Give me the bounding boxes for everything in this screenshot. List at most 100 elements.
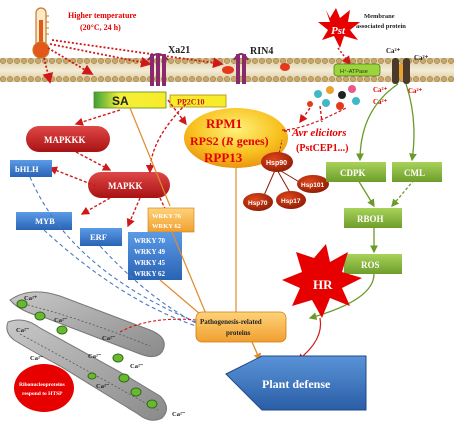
ros-box — [344, 254, 402, 274]
membrane-protein-dot — [280, 63, 290, 71]
lipid-head — [280, 58, 286, 64]
avr-elicitors-example: (PstCEP1...) — [296, 143, 349, 154]
ca-label-out-1: Ca²⁺ — [386, 47, 401, 55]
mapkkk-label: MAPKKK — [44, 135, 86, 145]
pst-burst — [318, 8, 360, 48]
lipid-head — [266, 58, 272, 64]
lipid-head — [175, 76, 181, 82]
temperature-condition: (20°C, 24 h) — [80, 23, 121, 32]
plant-defense-label: Plant defense — [262, 377, 331, 391]
organelle-ca-label: Ca²⁻ — [102, 335, 116, 342]
lipid-head — [14, 58, 20, 64]
lipid-head — [420, 76, 426, 82]
lipid-head — [315, 76, 321, 82]
r-gene-rps2: RPS2 (R genes) — [190, 134, 269, 148]
lipid-head — [231, 76, 237, 82]
lipid-head — [70, 76, 76, 82]
organelle-arrow — [119, 318, 197, 333]
organelle-ca-label: Ca²⁻ — [130, 363, 144, 370]
pp2c10-label: PP2C10 — [177, 98, 205, 107]
ribonucleoproteins-line2: respond to HTSP — [22, 391, 63, 397]
rboh-box — [344, 208, 402, 228]
lipid-head — [434, 76, 440, 82]
lipid-head — [329, 76, 335, 82]
lipid-head — [84, 76, 90, 82]
lipid-head — [378, 76, 384, 82]
organelle-ca-label: Ca²⁻ — [172, 411, 186, 418]
lipid-head — [287, 58, 293, 64]
lipid-head — [77, 76, 83, 82]
lipid-head — [441, 58, 447, 64]
lipid-head — [77, 58, 83, 64]
lipid-head — [182, 58, 188, 64]
ca-label-in-3: Ca²⁺ — [373, 98, 388, 106]
effector-dots — [307, 85, 360, 110]
organelle-ca-label: Ca²⁻ — [30, 355, 44, 362]
myb-label: MYB — [35, 216, 55, 226]
lipid-head — [336, 76, 342, 82]
organelle-ca-label: Ca²⁻ — [88, 353, 102, 360]
lipid-head — [343, 76, 349, 82]
lipid-head — [182, 76, 188, 82]
lipid-head — [98, 76, 104, 82]
hr-burst — [282, 244, 362, 318]
lipid-head — [98, 58, 104, 64]
atpase-box — [333, 63, 381, 77]
ribonucleoproteins-blob — [14, 364, 74, 412]
hsp101-label: Hsp101 — [301, 182, 325, 189]
wrky-b-line: WRKY 62 — [134, 270, 166, 278]
lipid-head — [434, 58, 440, 64]
lipid-head — [252, 76, 258, 82]
pr-to-defense-arrow — [251, 341, 261, 362]
ca-channel — [392, 58, 410, 84]
lipid-head — [21, 76, 27, 82]
lipid-head — [420, 58, 426, 64]
lipid-head — [168, 76, 174, 82]
xa21-label: Xa21 — [168, 45, 190, 56]
r-gene-rpm1: RPM1 — [206, 116, 242, 131]
lipid-head — [35, 58, 41, 64]
lipid-head — [357, 76, 363, 82]
lipid-head — [35, 76, 41, 82]
lipid-head — [14, 76, 20, 82]
lipid-head — [413, 58, 419, 64]
lipid-head — [350, 58, 356, 64]
plant-defense-shape — [225, 355, 367, 411]
rin4-receptor — [233, 53, 249, 84]
sa-label: SA — [112, 94, 129, 108]
lipid-head — [140, 76, 146, 82]
avr-elicitors-label: Avr elicitors — [291, 127, 346, 139]
lipid-head — [119, 76, 125, 82]
lipid-head — [266, 76, 272, 82]
lipid-head — [301, 76, 307, 82]
blue-dashed-connectors — [29, 176, 199, 327]
lipid-head — [91, 58, 97, 64]
cdpk-label: CDPK — [340, 168, 366, 178]
lipid-head — [28, 58, 34, 64]
lipid-head — [56, 76, 62, 82]
lipid-head — [49, 76, 55, 82]
pp2c10-box — [169, 94, 227, 108]
mapkk-label: MAPKK — [108, 181, 143, 191]
lipid-head — [28, 76, 34, 82]
lipid-head — [294, 76, 300, 82]
hr-to-defense-arrow — [297, 317, 322, 361]
organelle-ca-label: Ca²⁺ — [24, 295, 38, 302]
organelle-ca-label: Ca²⁻ — [96, 383, 110, 390]
temperature-arrows — [42, 39, 224, 84]
lipid-head — [56, 58, 62, 64]
lipid-head — [350, 76, 356, 82]
sa-box — [93, 91, 167, 109]
lipid-head — [336, 58, 342, 64]
lipid-head — [294, 58, 300, 64]
lipid-head — [224, 76, 230, 82]
atpase-label: H⁺-ATPase — [340, 68, 368, 75]
lipid-head — [133, 76, 139, 82]
rin4-label: RIN4 — [250, 46, 273, 57]
lipid-head — [273, 76, 279, 82]
hr-label: HR — [313, 277, 333, 292]
thermometer-icon — [32, 7, 50, 59]
cml-label: CML — [404, 168, 425, 178]
